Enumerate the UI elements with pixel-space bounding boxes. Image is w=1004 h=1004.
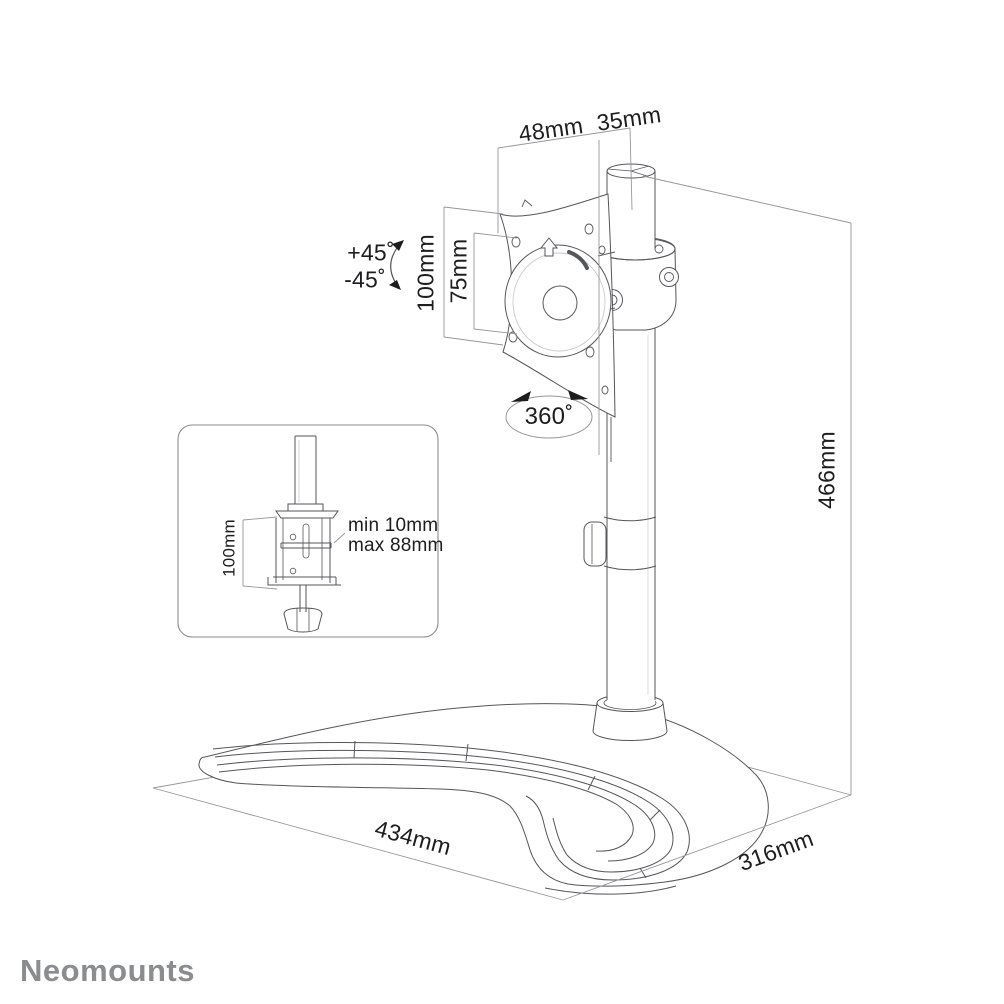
brand-logo: Neomounts (20, 953, 195, 988)
rotation-360-icon (505, 390, 593, 439)
clamp-min-label: min 10mm (348, 515, 439, 536)
base-rim-contours (212, 740, 690, 895)
tilt-positive-label: +45˚ (347, 239, 395, 266)
clamp-inset (177, 424, 439, 638)
clamp-drawing (267, 435, 341, 633)
clamp-inset-dimensions (242, 516, 346, 590)
rotation-label: 360˚ (524, 403, 574, 430)
tilt-negative-label: -45˚ (344, 266, 386, 293)
rotation-disc (504, 244, 612, 358)
tilt-arc-icon (389, 240, 404, 290)
clamp-height-label: 100mm (219, 519, 239, 577)
clamp-max-label: max 88mm (348, 535, 444, 556)
dim-vesa-inner-label: 75mm (445, 238, 472, 304)
up-arrow-icon (539, 237, 559, 257)
pole (606, 320, 656, 703)
cable-clip (583, 516, 657, 571)
dim-vesa-outer-label: 100mm (412, 234, 439, 312)
dim-height-label: 466mm (813, 431, 840, 509)
dimension-lines (152, 127, 852, 901)
base-plate (198, 694, 769, 895)
vesa-plate (499, 193, 616, 462)
